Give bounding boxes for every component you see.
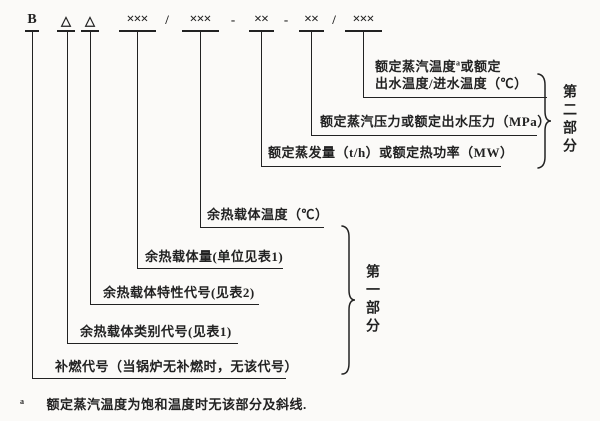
label-underline-carrier-characteristic (90, 304, 259, 306)
leader-line-rated-pressure (311, 31, 313, 136)
code-separator-dash-1: - (230, 12, 236, 27)
footnote-text: 额定蒸汽温度为饱和温度时无该部分及斜线. (46, 397, 307, 412)
code-field-carrier-quantity: ××× (126, 12, 149, 27)
leader-line-carrier-category (67, 31, 69, 344)
symbol-underline-8 (345, 30, 382, 32)
leader-line-carrier-quantity (137, 31, 139, 269)
code-symbol-b: B (27, 12, 37, 27)
symbol-underline-5 (182, 30, 219, 32)
symbol-underline-1 (25, 30, 39, 32)
code-separator-dash-2: - (283, 12, 289, 27)
label-underline-rated-evaporation (261, 166, 501, 168)
label-underline-carrier-quantity (137, 268, 283, 270)
label-carrier-quantity: 余热载体量(单位见表1) (145, 249, 284, 264)
label-underline-rated-pressure (311, 135, 537, 137)
leader-line-supplementary-firing (32, 31, 34, 379)
label-underline-carrier-category (67, 343, 238, 345)
symbol-underline-6 (249, 30, 274, 32)
code-symbol-triangle-2: △ (85, 13, 95, 28)
code-separator-slash-1: / (165, 12, 169, 27)
footnote-ref-superscript: a (456, 58, 461, 68)
code-field-pressure: ×× (304, 12, 319, 27)
label-rated-evaporation: 额定蒸发量（t/h）或额定热功率（MW） (268, 145, 514, 160)
label-rated-steam-temperature-line2: 出水温度/进水温度（℃） (375, 76, 528, 91)
part-2-label: 第二部分 (561, 84, 576, 156)
leader-line-rated-evaporation (261, 31, 263, 167)
part-1-brace-icon (341, 225, 356, 375)
label-carrier-characteristic-code: 余热载体特性代号(见表2) (103, 285, 255, 300)
footnote: a 额定蒸汽温度为饱和温度时无该部分及斜线. (20, 394, 307, 413)
symbol-underline-3 (81, 30, 99, 32)
label-rated-steam-temperature: 额定蒸汽温度a或额定 出水温度/进水温度（℃） (375, 58, 528, 92)
leader-line-carrier-characteristic (90, 31, 92, 305)
code-field-evaporation: ×× (254, 12, 269, 27)
symbol-underline-4 (119, 30, 156, 32)
leader-line-rated-steam-temperature (363, 31, 365, 98)
part-2-brace-icon (537, 73, 552, 169)
symbol-underline-2 (57, 30, 75, 32)
label-underline-rated-steam-temperature (363, 97, 547, 99)
part-1-label: 第一部分 (364, 264, 379, 336)
label-underline-supplementary-firing (32, 378, 286, 380)
label-rated-steam-temperature-line1: 额定蒸汽温度a或额定 (375, 58, 502, 74)
code-field-steam-temperature: ××× (352, 12, 375, 27)
footnote-marker: a (20, 396, 25, 406)
code-field-carrier-temperature: ××× (189, 12, 212, 27)
code-symbol-triangle-1: △ (61, 13, 71, 28)
label-supplementary-firing-code: 补燃代号（当锅炉无补燃时，无该代号） (55, 359, 299, 374)
leader-line-carrier-temperature (200, 31, 202, 228)
symbol-underline-7 (299, 30, 324, 32)
label-carrier-category-code: 余热载体类别代号(见表1) (80, 324, 232, 339)
label-rated-pressure: 额定蒸汽压力或额定出水压力（MPa） (320, 114, 551, 129)
code-separator-slash-2: / (332, 12, 336, 27)
label-underline-carrier-temperature (200, 227, 324, 229)
label-carrier-temperature: 余热载体温度（℃） (207, 207, 329, 222)
